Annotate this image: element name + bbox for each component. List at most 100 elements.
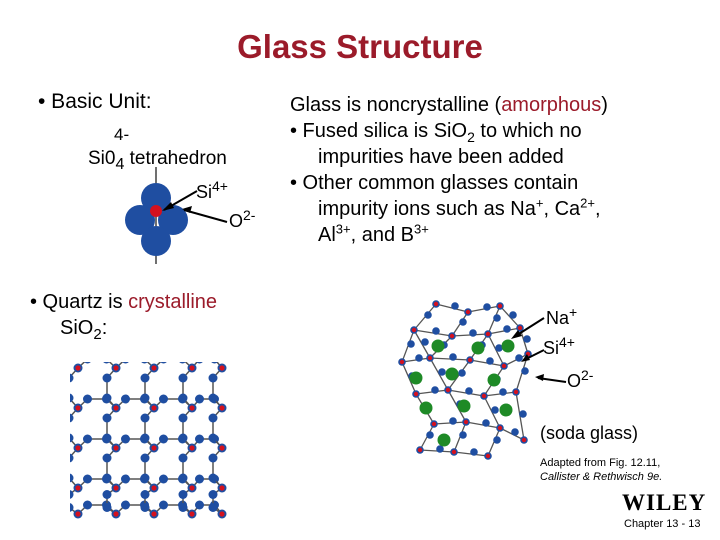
glass-oxygen-atom	[503, 325, 511, 333]
quartz-oxygen-atom	[178, 473, 188, 483]
quartz-oxygen-atom	[102, 393, 112, 403]
quartz-oxygen-atom	[102, 490, 112, 499]
glass-oxygen-atom	[469, 329, 477, 337]
attribution: Adapted from Fig. 12.11, Callister & Ret…	[540, 457, 663, 483]
sodium-ion	[431, 339, 445, 353]
quartz-silicon-atom	[113, 365, 119, 371]
quartz-bond	[106, 487, 117, 515]
glass-silicon-atom	[467, 357, 473, 363]
quartz-oxygen-atom	[195, 500, 204, 510]
quartz-silicon-atom	[189, 511, 195, 517]
quartz-oxygen-atom	[208, 453, 218, 463]
glass-oxygen-atom	[458, 369, 466, 377]
other-glasses-bullet: • Other common glasses contain	[290, 172, 579, 194]
quartz-oxygen-atom	[159, 434, 168, 444]
quartz-bond	[212, 447, 223, 489]
glass-oxygen-atom	[499, 388, 507, 396]
fused-silica-line2: impurities have been added	[318, 146, 564, 168]
quartz-oxygen-atom	[141, 362, 148, 364]
glass-oxygen-atom	[493, 314, 501, 322]
quartz-crystal-network	[70, 362, 227, 519]
soda-glass-caption: (soda glass)	[540, 423, 639, 443]
quartz-oxygen-atom	[122, 362, 129, 364]
quartz-silicon-atom	[189, 485, 195, 491]
na-ion-label: Na+	[546, 304, 578, 328]
quartz-oxygen-atom	[70, 433, 74, 443]
soda-label-arrows	[511, 317, 567, 383]
quartz-oxygen-atom	[121, 474, 130, 484]
quartz-bond	[115, 362, 155, 369]
glass-silicon-atom	[517, 325, 523, 331]
quartz-bond	[191, 504, 223, 515]
quartz-oxygen-atom	[103, 362, 110, 364]
quartz-oxygen-atom	[208, 413, 218, 423]
quartz-oxygen-atom	[102, 373, 112, 383]
quartz-oxygen-atom	[208, 433, 218, 443]
glass-silicon-atom	[445, 387, 451, 393]
quartz-bond	[77, 504, 117, 515]
glass-oxygen-atom	[449, 353, 457, 361]
quartz-bond	[115, 504, 155, 515]
o-pointer-arrow	[183, 209, 228, 223]
quartz-oxygen-atom	[121, 394, 130, 404]
quartz-oxygen-atom	[102, 453, 112, 463]
quartz-oxygen-atom	[70, 413, 74, 423]
quartz-oxygen-atom	[140, 393, 150, 403]
quartz-bond	[182, 367, 193, 409]
slide-title: Glass Structure	[237, 28, 483, 65]
quartz-oxygen-atom	[70, 453, 74, 463]
quartz-oxygen-atom	[70, 373, 74, 383]
quartz-bond	[212, 487, 223, 515]
quartz-oxygen-atom	[83, 474, 92, 484]
quartz-silicon-atom	[75, 405, 81, 411]
quartz-oxygen-atom	[211, 362, 218, 364]
glass-oxygen-atom	[482, 419, 490, 427]
quartz-oxygen-atom	[178, 490, 188, 499]
quartz-bond	[153, 504, 193, 515]
quartz-oxygen-atom	[140, 490, 150, 499]
sodium-ion	[499, 403, 513, 417]
wiley-logo: WILEY	[622, 490, 707, 515]
quartz-bond	[182, 447, 193, 489]
quartz-bond	[182, 487, 193, 515]
silicon-atom	[150, 205, 162, 217]
glass-oxygen-atom	[451, 302, 459, 310]
glass-oxygen-atom	[509, 311, 517, 319]
quartz-silicon-atom	[75, 485, 81, 491]
quartz-oxygen-atom	[159, 474, 168, 484]
glass-oxygen-atom	[486, 357, 494, 365]
glass-oxygen-atom	[407, 340, 415, 348]
sodium-ion	[487, 373, 501, 387]
sodium-ion	[501, 339, 515, 353]
glass-oxygen-atom	[491, 406, 499, 414]
sodium-ion	[457, 399, 471, 413]
quartz-oxygen-atom	[83, 394, 92, 404]
quartz-silicon-atom	[219, 405, 225, 411]
glass-silicon-atom	[431, 421, 437, 427]
quartz-silicon-atom	[219, 365, 225, 371]
quartz-oxygen-atom	[208, 373, 218, 383]
quartz-bond	[77, 362, 117, 369]
quartz-oxygen-atom	[70, 503, 74, 512]
quartz-oxygen-atom	[208, 503, 218, 512]
quartz-oxygen-atom	[102, 433, 112, 443]
quartz-oxygen-atom	[140, 413, 150, 423]
quartz-oxygen-atom	[208, 393, 218, 403]
glass-silicon-atom	[413, 391, 419, 397]
glass-silicon-atom	[433, 301, 439, 307]
quartz-silicon-atom	[151, 511, 157, 517]
quartz-bond	[182, 407, 193, 449]
quartz-silicon-atom	[113, 485, 119, 491]
quartz-silicon-atom	[75, 511, 81, 517]
glass-oxygen-atom	[415, 354, 423, 362]
basic-unit-label: • Basic Unit:	[38, 90, 152, 113]
quartz-oxygen-atom	[70, 490, 74, 499]
quartz-silicon-atom	[113, 445, 119, 451]
quartz-silicon-atom	[189, 445, 195, 451]
quartz-oxygen-atom	[159, 394, 168, 404]
glass-oxygen-atom	[449, 417, 457, 425]
quartz-oxygen-atom	[140, 453, 150, 463]
sodium-ion	[437, 433, 451, 447]
glass-oxygen-atom	[511, 428, 519, 436]
glass-oxygen-atom	[459, 318, 467, 326]
